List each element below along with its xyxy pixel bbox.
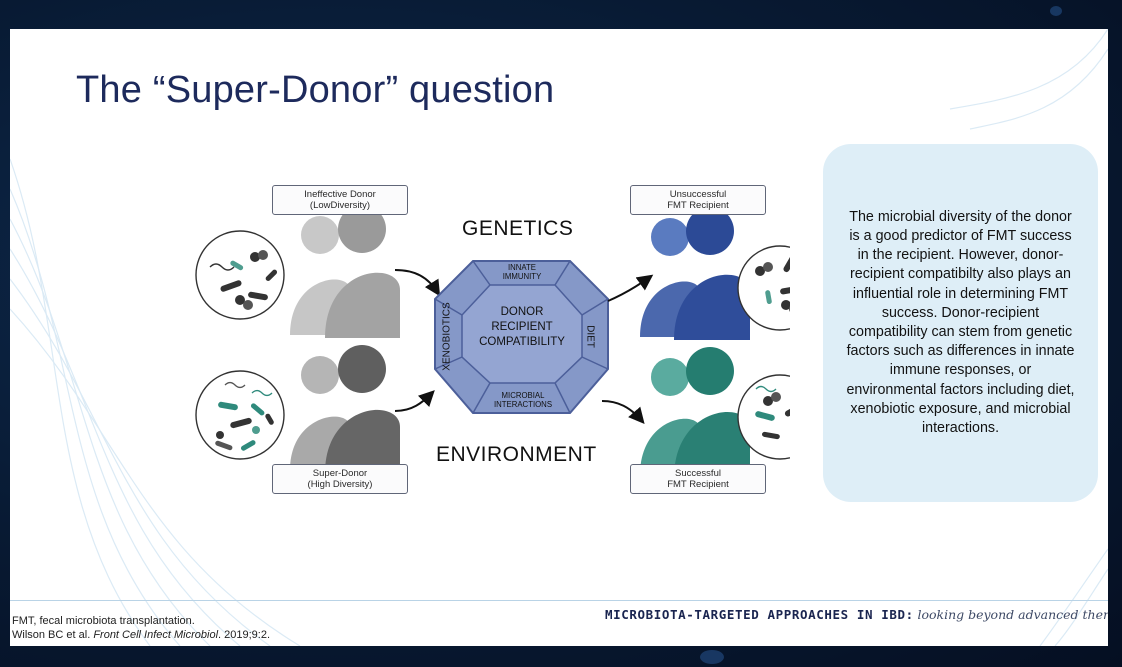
footnote-citation: Wilson BC et al. Front Cell Infect Micro… <box>12 629 271 641</box>
decorative-waves <box>10 29 1108 646</box>
ineffective-donor-people <box>290 205 400 338</box>
unsuccessful-recipient-microbe-bubble <box>737 245 790 331</box>
unsuccessful-recipient-people <box>640 207 750 340</box>
figure-graphics <box>195 205 790 478</box>
presentation-branding: MICROBIOTA-TARGETED APPROACHES IN IBD: l… <box>605 607 1108 622</box>
arrow-donor-top <box>394 269 441 297</box>
super-donor-figure: INNATE IMMUNITY DONOR RECIPIENT COMPATIB… <box>190 145 790 505</box>
page-title: The “Super-Donor” question <box>76 69 555 111</box>
successful-recipient-microbe-bubble <box>737 374 790 460</box>
innate-immunity-label: INNATE IMMUNITY <box>502 263 542 281</box>
background-glow <box>700 650 724 664</box>
compatibility-polygon <box>434 260 609 414</box>
branding-subtitle: looking beyond advanced therapies <box>917 607 1108 622</box>
genetics-heading: GENETICS <box>462 217 574 240</box>
arrow-recipient-top <box>607 274 654 302</box>
footnote: FMT, fecal microbiota transplantation. W… <box>12 614 270 642</box>
arrow-donor-bottom <box>394 390 435 412</box>
unsuccessful-recipient-label: Unsuccessful FMT Recipient <box>630 185 766 215</box>
high-diversity-microbe-bubble <box>195 370 285 460</box>
diet-label: DIET <box>584 325 596 348</box>
footer-divider <box>10 600 1108 601</box>
slide: The “Super-Donor” question <box>10 29 1108 646</box>
arrow-recipient-bottom <box>601 400 645 425</box>
environment-heading: ENVIRONMENT <box>436 443 597 466</box>
xenobiotics-label: XENOBIOTICS <box>441 302 453 371</box>
successful-recipient-people <box>640 347 750 478</box>
ineffective-donor-label: Ineffective Donor (LowDiversity) <box>272 185 408 215</box>
successful-recipient-label: Successful FMT Recipient <box>630 464 766 494</box>
donor-recipient-compatibility-label: DONOR RECIPIENT COMPATIBILITY <box>479 306 565 348</box>
background-glow <box>1050 6 1062 16</box>
low-diversity-microbe-bubble <box>195 230 285 320</box>
info-callout-text: The microbial diversity of the donor is … <box>846 208 1075 437</box>
microbial-interactions-label: MICROBIAL INTERACTIONS <box>493 391 553 409</box>
info-callout: The microbial diversity of the donor is … <box>823 144 1098 502</box>
footnote-abbreviation: FMT, fecal microbiota transplantation. <box>12 615 195 627</box>
super-donor-people <box>290 345 400 473</box>
branding-title: MICROBIOTA-TARGETED APPROACHES IN IBD: <box>605 607 914 622</box>
super-donor-label: Super-Donor (High Diversity) <box>272 464 408 494</box>
